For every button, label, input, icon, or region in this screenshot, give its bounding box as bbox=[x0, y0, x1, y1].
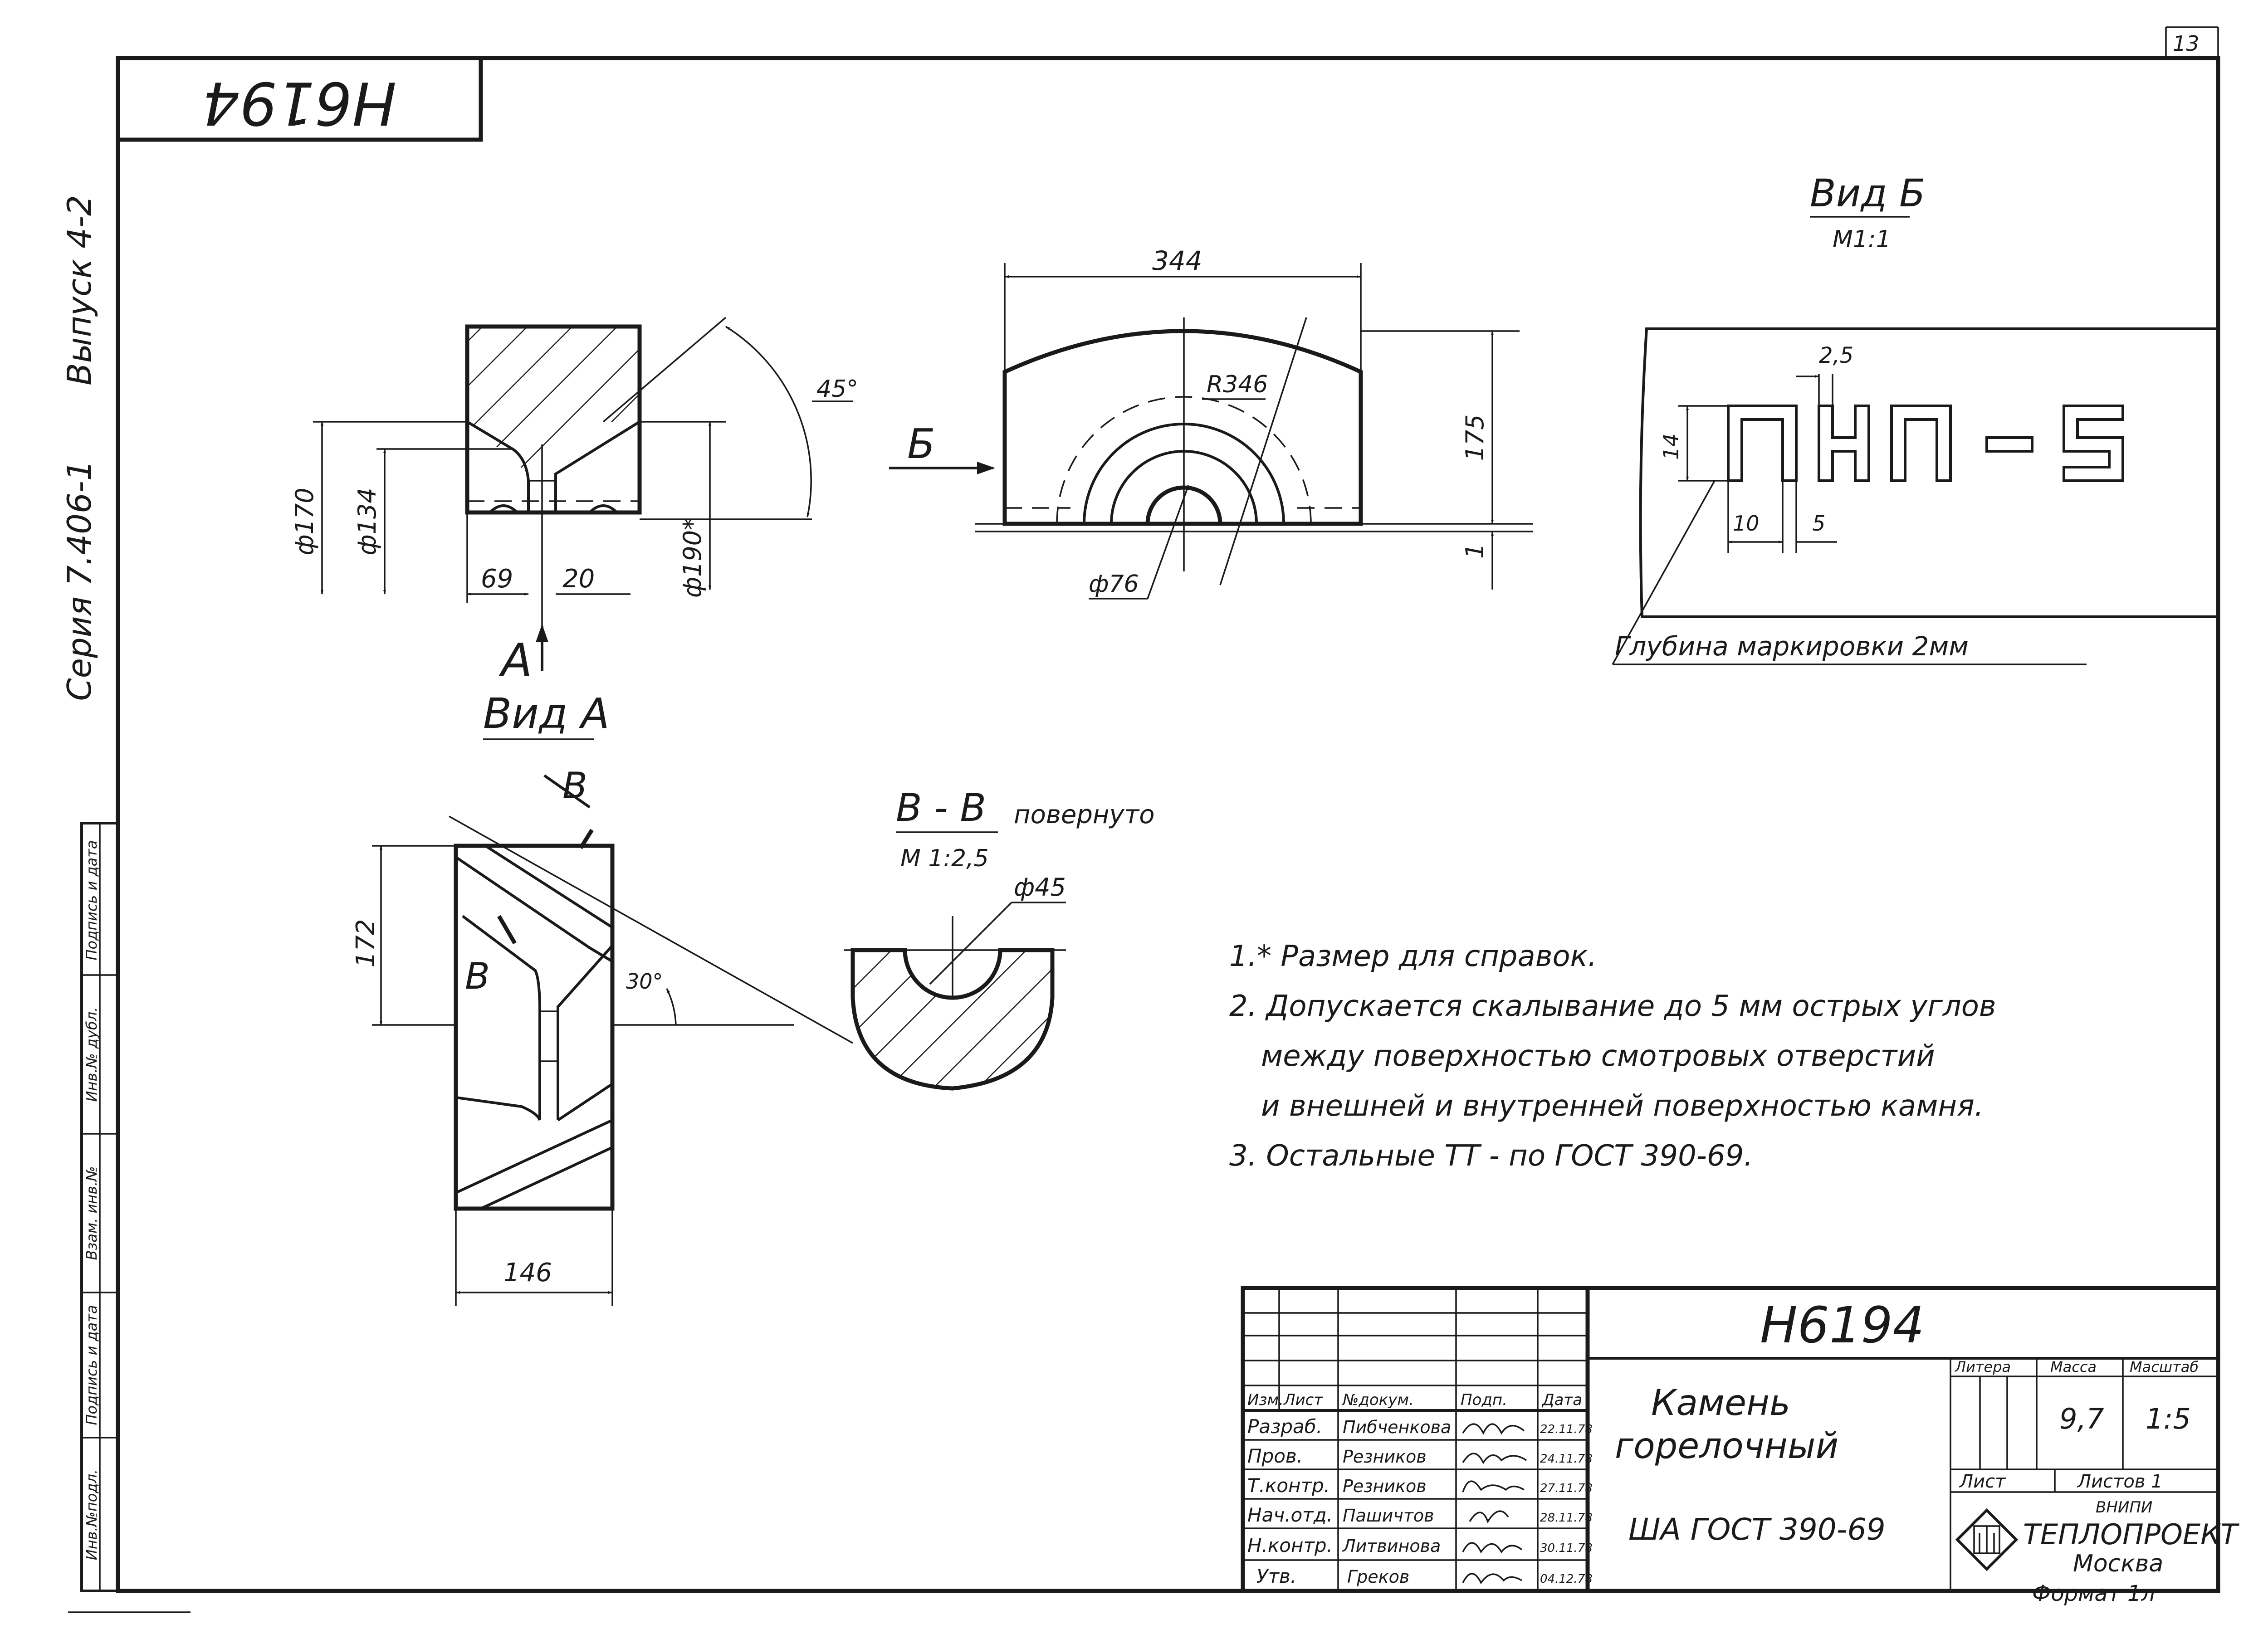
title-material: ША ГОСТ 390-69 bbox=[1628, 1512, 1886, 1547]
side-stamp-5: Подпись и дата bbox=[83, 840, 100, 960]
col-header-list: Лист bbox=[1283, 1391, 1323, 1409]
value-sheet: Лист bbox=[1959, 1471, 2006, 1492]
note-3: 3. Остальные ТТ - по ГОСТ 390-69. bbox=[1229, 1139, 1753, 1173]
section-bb-scale: М 1:2,5 bbox=[900, 845, 989, 872]
value-mass: 9,7 bbox=[2059, 1402, 2104, 1435]
view-a: Вид А В В 172 30° 146 bbox=[351, 689, 853, 1306]
side-stamp-4: Инв.№ дубл. bbox=[83, 1007, 100, 1102]
row-role-2: Пров. bbox=[1247, 1445, 1303, 1467]
dim-w146: 146 bbox=[503, 1258, 552, 1288]
view-b-scale: М1:1 bbox=[1833, 226, 1891, 253]
front-view: ф170 ф134 ф190* 69 20 45° А bbox=[290, 317, 858, 687]
title-block: Изм. Лист №докум. Подп. Дата Разраб. Пиб… bbox=[1241, 1286, 2239, 1606]
arrow-label-b: Б bbox=[907, 420, 935, 468]
row-role-3: Т.контр. bbox=[1247, 1474, 1330, 1497]
dim-one: 1 bbox=[1461, 543, 1489, 559]
value-scale: 1:5 bbox=[2146, 1402, 2191, 1435]
row-name-2: Резников bbox=[1343, 1447, 1427, 1467]
row-date-4: 28.11.78 bbox=[1540, 1511, 1593, 1525]
dim-d45: ф45 bbox=[1014, 873, 1066, 902]
side-stamp: Инв.№подл. Подпись и дата Взам. инв.№ Ин… bbox=[80, 822, 119, 1592]
view-b-title: Вид Б bbox=[1810, 171, 1926, 215]
teploproekt-logo-icon bbox=[1955, 1508, 2019, 1571]
title-code: Н6194 bbox=[1760, 1296, 1925, 1354]
issue-label: Выпуск 4-2 bbox=[60, 195, 98, 385]
side-view: 344 175 1 R346 ф76 Б bbox=[889, 245, 1533, 600]
row-name-5: Литвинова bbox=[1342, 1536, 1441, 1556]
section-mark-b-top: В bbox=[562, 765, 587, 807]
row-date-5: 30.11.78 bbox=[1540, 1541, 1593, 1555]
dim-angle45: 45° bbox=[816, 376, 858, 403]
dim-d134: ф134 bbox=[353, 488, 381, 555]
col-header-sign: Подп. bbox=[1461, 1391, 1507, 1409]
arrow-label-a: А bbox=[499, 634, 532, 687]
dim-h172: 172 bbox=[351, 919, 381, 968]
note-2: 2. Допускается скалывание до 5 мм острых… bbox=[1229, 990, 1996, 1023]
dim-d76: ф76 bbox=[1089, 571, 1139, 598]
series-label: Серия 7.406-1 bbox=[60, 460, 98, 701]
row-role-4: Нач.отд. bbox=[1247, 1504, 1333, 1526]
org-name: ТЕПЛОПРОЕКТ bbox=[2023, 1518, 2239, 1551]
header-massa: Масса bbox=[2050, 1358, 2097, 1375]
section-bb-title: В - В bbox=[896, 785, 986, 830]
side-stamp-3: Взам. инв.№ bbox=[83, 1166, 100, 1260]
org-small: ВНИПИ bbox=[2096, 1498, 2152, 1517]
dim-r346: R346 bbox=[1207, 371, 1268, 398]
section-bb-rotated: повернуто bbox=[1014, 800, 1155, 829]
row-date-2: 24.11.78 bbox=[1540, 1452, 1593, 1466]
col-header-date: Дата bbox=[1541, 1391, 1582, 1409]
dim-angle30: 30° bbox=[626, 969, 663, 994]
page-number: 13 bbox=[2173, 31, 2200, 56]
row-name-4: Пашичтов bbox=[1343, 1506, 1434, 1526]
depth-note: Глубина маркировки 2мм bbox=[1615, 631, 1969, 662]
note-1: 1.* Размер для справок. bbox=[1229, 940, 1597, 973]
row-role-6: Утв. bbox=[1256, 1565, 1296, 1587]
dim-w69: 69 bbox=[481, 564, 513, 594]
row-role-5: Н.контр. bbox=[1247, 1534, 1333, 1556]
view-b: Вид Б М1:1 2,5 14 bbox=[1612, 171, 2219, 665]
technical-notes: 1.* Размер для справок. 2. Допускается с… bbox=[1229, 940, 1996, 1173]
title-name-2: горелочный bbox=[1615, 1426, 1838, 1467]
row-name-3: Резников bbox=[1343, 1476, 1427, 1496]
header-litera: Литера bbox=[1955, 1358, 2011, 1375]
dim-d170: ф170 bbox=[290, 488, 319, 555]
dim-w344: 344 bbox=[1152, 245, 1202, 276]
section-bb: В - В повернуто М 1:2,5 ф45 bbox=[844, 785, 1155, 1091]
row-name-1: Пибченкова bbox=[1343, 1417, 1451, 1437]
row-name-6: Греков bbox=[1347, 1567, 1409, 1587]
left-margin-labels: Серия 7.406-1 Выпуск 4-2 bbox=[60, 195, 98, 701]
dim-h175: 175 bbox=[1461, 414, 1489, 461]
stamp-code: Н6194 bbox=[202, 68, 397, 137]
title-name-1: Камень bbox=[1651, 1383, 1790, 1424]
col-header-izm: Изм. bbox=[1247, 1391, 1284, 1409]
row-date-1: 22.11.78 bbox=[1540, 1423, 1593, 1436]
row-role-1: Разраб. bbox=[1247, 1415, 1322, 1438]
dim-d25: 2,5 bbox=[1819, 343, 1853, 368]
row-date-3: 27.11.78 bbox=[1540, 1482, 1593, 1495]
col-header-doc: №докум. bbox=[1342, 1391, 1414, 1409]
side-stamp-2: Подпись и дата bbox=[83, 1305, 100, 1425]
note-2c: и внешней и внутренней поверхностью камн… bbox=[1261, 1089, 1984, 1123]
dim-d5: 5 bbox=[1812, 511, 1825, 536]
side-stamp-1: Инв.№подл. bbox=[83, 1469, 100, 1560]
dim-w20: 20 bbox=[562, 564, 595, 594]
dim-d190: ф190* bbox=[678, 518, 707, 598]
org-city: Москва bbox=[2073, 1550, 2163, 1577]
corner-stamp: Н6194 bbox=[116, 56, 483, 142]
section-mark-b-inner: В bbox=[465, 955, 490, 997]
view-a-title: Вид А bbox=[483, 689, 610, 738]
value-sheets: Листов 1 bbox=[2077, 1471, 2163, 1492]
header-masshtab: Масштаб bbox=[2130, 1358, 2199, 1375]
note-2b: между поверхностью смотровых отверстий bbox=[1261, 1039, 1935, 1073]
dim-d14: 14 bbox=[1659, 434, 1683, 460]
row-date-6: 04.12.78 bbox=[1540, 1572, 1593, 1586]
marking-glyphs bbox=[1727, 405, 2124, 482]
dim-d10: 10 bbox=[1733, 511, 1760, 536]
format-label: Формат 1л bbox=[2032, 1581, 2155, 1606]
